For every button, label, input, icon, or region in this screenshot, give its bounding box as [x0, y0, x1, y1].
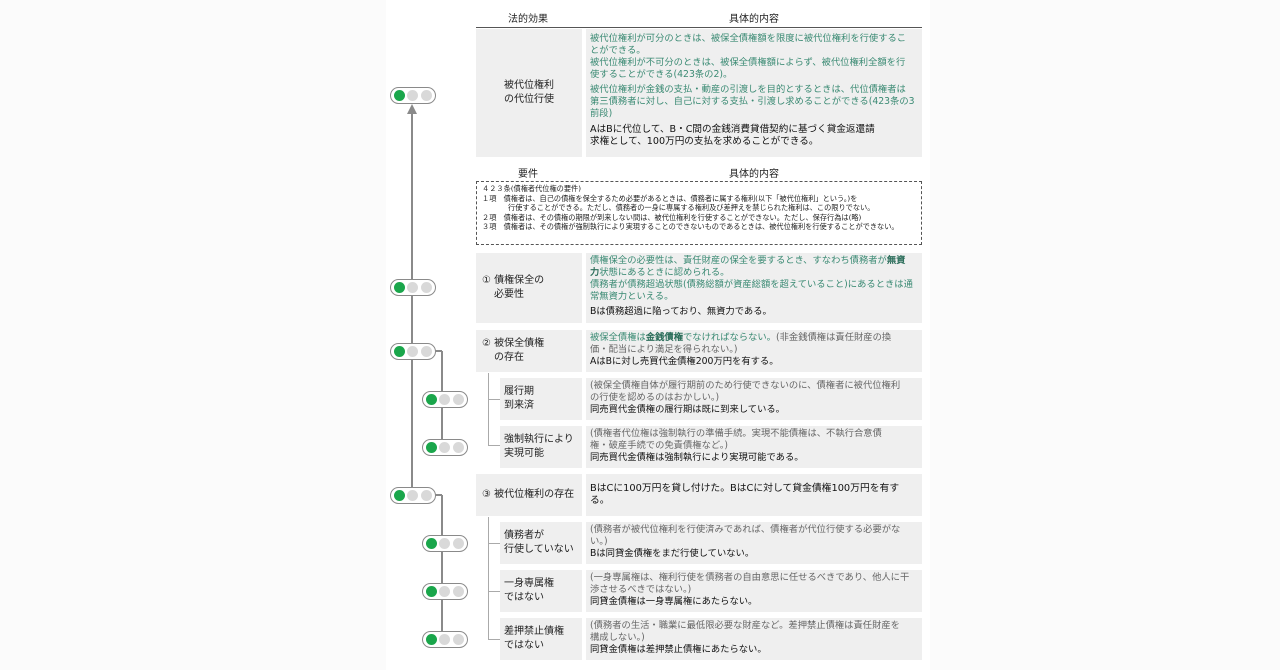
req2b-content: (債権者代位権は強制執行の準備手続。実現不能債権は、不執行合意債 権・破産手続で… [586, 426, 922, 468]
req3a-label: 債務者が行使していない [500, 522, 582, 564]
req3b-content: (一身専属権は、権利行使を債務者の自由意思に任せるべきであり、他人に干 渉させる… [586, 570, 922, 612]
t1-green-5: 第三債務者に対し、自己に対する支払・引渡し求めることができる(423条の3 [590, 96, 915, 107]
t1-green-2: 被代位権利が不可分のときは、被保全債権額によらず、被代位権利全額を行 [590, 57, 906, 68]
t1-black-1: 求権として、100万円の支払を求めることができる。 [590, 136, 819, 147]
req2-content: 被保全債権は金銭債権でなければならない。(非金銭債権は責任財産の換 価・配当によ… [586, 330, 922, 372]
t1-col2-header: 具体的内容 [729, 14, 779, 25]
req3-label: ③ 被代位権利の存在 [476, 474, 582, 516]
traffic-light-icon [390, 343, 436, 360]
statute-line-3: ２項 債権者は、その債権の期限が到来しない間は、被代位権利を行使することができな… [482, 212, 862, 222]
req3a-content: (債務者が被代位権利を行使済みであれば、債権者が代位行使する必要がな い。) B… [586, 522, 922, 564]
t1-col1-header: 法的効果 [508, 14, 548, 25]
t2-col1-header: 要件 [518, 169, 538, 180]
traffic-light-icon [422, 439, 468, 456]
sub-bracket-3 [488, 517, 489, 639]
t1-black-0: AはBに代位して、B・C間の金銭消費貸借契約に基づく貸金返還請 [590, 124, 875, 135]
t1-green-4: 被代位権利が金銭の支払・動産の引渡しを目的とするときは、代位債権者は [590, 84, 906, 95]
t1-header-rule [476, 27, 922, 28]
statute-line-1: １項 債権者は、自己の債権を保全するため必要があるときは、債務者に属する権利(以… [482, 193, 858, 203]
t1-label-cell: 被代位権利の代位行使 [476, 29, 582, 157]
req3-content: BはCに100万円を貸し付けた。BはCに対して貸金債権100万円を有する。 [586, 474, 922, 516]
statute-line-4: ３項 債権者は、その債権が強制執行により実現することのできないものであるときは、… [482, 222, 899, 232]
statute-box: ４２３条(債権者代位権の要件) １項 債権者は、自己の債権を保全するため必要があ… [476, 181, 922, 245]
traffic-light-icon [422, 535, 468, 552]
sub-bracket-3a [488, 543, 500, 544]
t1-green-1: とができる。 [590, 45, 646, 56]
req2a-content: (被保全債権自体が履行期前のため行使できないのに、債権者に被代位権利 の行使を認… [586, 378, 922, 420]
req2b-label: 強制執行により実現可能 [500, 426, 582, 468]
statute-line-2: 行使することができる。ただし、債務者の一身に専属する権利及び差押えを禁じられた権… [508, 203, 875, 213]
req3c-content: (債務者の生活・職業に最低限必要な財産など。差押禁止債権は責任財産を 構成しない… [586, 618, 922, 660]
t1-content-cell: 被代位権利が可分のときは、被保全債権額を限度に被代位権利を行使するこ とができる… [586, 29, 922, 157]
sub-bracket-2a [488, 399, 500, 400]
traffic-light-icon [422, 391, 468, 408]
t1-green-6: 前段) [590, 108, 613, 119]
req3c-label: 差押禁止債権ではない [500, 618, 582, 660]
t1-green-0: 被代位権利が可分のときは、被保全債権額を限度に被代位権利を行使するこ [590, 33, 907, 44]
traffic-light-icon [390, 279, 436, 296]
req2-label: ② 被保全債権の存在 [476, 330, 582, 372]
sub-bracket-3b [488, 591, 500, 592]
tree-connectors [407, 104, 446, 640]
req1-label: ① 債権保全の必要性 [476, 253, 582, 323]
req1-content: 債権保全の必要性は、責任財産の保全を要するとき、すなわち債務者が無資 力状態にあ… [586, 253, 922, 323]
sub-bracket-3c [488, 639, 500, 640]
traffic-light-icon [390, 487, 436, 504]
t2-col2-header: 具体的内容 [729, 169, 779, 180]
statute-title: ４２３条(債権者代位権の要件) [482, 184, 582, 193]
t1-green-3: 使することができる(423条の2)。 [590, 69, 733, 80]
req3b-label: 一身専属権ではない [500, 570, 582, 612]
traffic-light-icon [422, 631, 468, 648]
sub-bracket-2b [488, 445, 500, 446]
traffic-light-icon [422, 583, 468, 600]
req2a-label: 履行期到来済 [500, 378, 582, 420]
sub-bracket-2 [488, 373, 489, 445]
traffic-light-icon [390, 87, 436, 104]
